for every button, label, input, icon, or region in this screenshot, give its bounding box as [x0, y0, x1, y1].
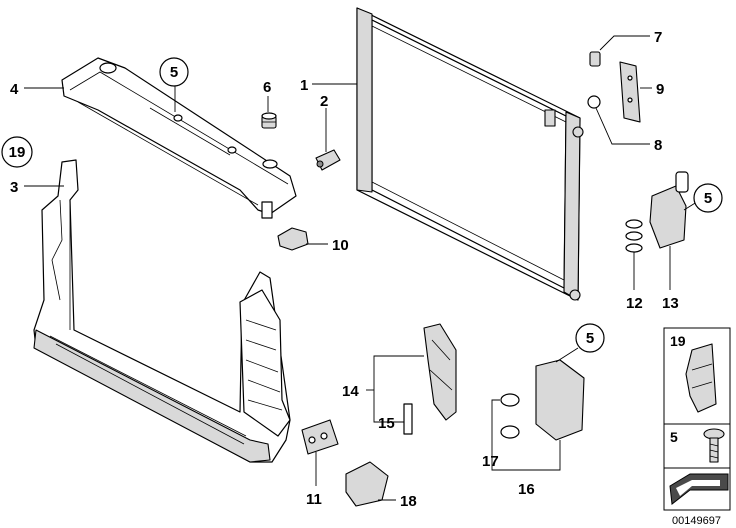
callout-18: 18	[400, 493, 417, 510]
leader-lines	[24, 35, 701, 501]
radiator	[356, 7, 584, 301]
callout-7: 7	[654, 29, 662, 46]
callout-14: 14	[342, 383, 359, 400]
callout-4: 4	[10, 81, 19, 98]
callout-17: 17	[482, 453, 499, 470]
callout-9: 9	[656, 81, 664, 98]
circled-callout-top: 5	[159, 57, 189, 87]
front-carrier	[33, 159, 291, 463]
circled-callout-right-label: 5	[704, 190, 712, 207]
callout-13: 13	[662, 295, 679, 312]
circled-callout-right: 5	[693, 183, 723, 213]
callout-1: 1	[300, 77, 308, 94]
circled-callout-left-label: 19	[9, 144, 26, 161]
parts-7-8-9	[587, 51, 641, 123]
callout-16: 16	[518, 481, 535, 498]
parts-14-15	[403, 323, 457, 435]
plug-part-6	[261, 112, 277, 129]
parts-12-13	[625, 171, 689, 253]
callout-3: 3	[10, 179, 18, 196]
callout-12: 12	[626, 295, 643, 312]
upper-cross-member	[61, 57, 297, 219]
callout-6: 6	[263, 79, 271, 96]
legend-item-5: 5	[670, 429, 678, 445]
callout-11: 11	[306, 491, 322, 508]
diagram-id: 00149697	[672, 515, 721, 527]
callout-8: 8	[654, 137, 662, 154]
circled-callout-top-label: 5	[170, 64, 178, 81]
legend-box: 19 5	[663, 327, 731, 511]
circled-callout-left: 19	[1, 136, 33, 168]
part-11	[301, 419, 339, 455]
legend-item-19: 19	[670, 333, 686, 349]
callout-10: 10	[332, 237, 349, 254]
callout-2: 2	[320, 93, 328, 110]
parts-16-17	[500, 359, 585, 441]
callout-15: 15	[378, 415, 395, 432]
fitting-part-2	[315, 149, 341, 171]
circled-callout-bottom: 5	[575, 323, 605, 353]
part-18	[345, 461, 389, 507]
circled-callout-bottom-label: 5	[586, 330, 594, 347]
clip-part-10	[277, 227, 309, 251]
